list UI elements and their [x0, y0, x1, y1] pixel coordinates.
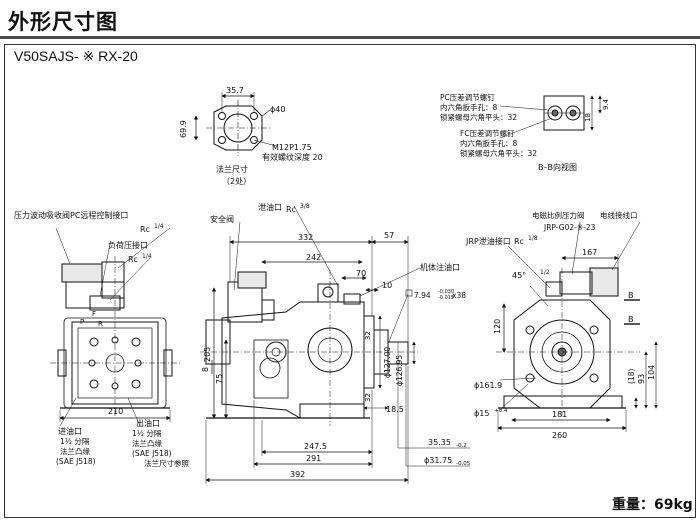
- body-fill-port-label: 机体注油口: [420, 262, 460, 272]
- section-mark-b-bottom: B: [628, 315, 634, 324]
- side-dim-247-5: 247.5: [304, 442, 327, 451]
- flange-dim-thread: M12P1.75: [272, 143, 312, 152]
- side-dim-32-bottom: 32: [364, 393, 372, 402]
- key-width: 7.94: [414, 291, 431, 300]
- jrp-model: JRP-G02-※-23: [543, 223, 596, 232]
- flange-dim-width: 35.7: [226, 86, 244, 95]
- safety-valve-label: 安全阀: [210, 214, 234, 224]
- key-height-tol: -0.2: [456, 443, 467, 449]
- left-view-drawing: [50, 227, 180, 427]
- title-underline: [0, 36, 700, 39]
- page-title: 外形尺寸图: [8, 10, 118, 34]
- shaft-dia-tol: -0.05: [456, 461, 471, 467]
- jrp-drain-rc: Rc: [514, 237, 524, 246]
- flange-dim-bore: ϕ40: [270, 105, 285, 114]
- end-dim-181: 181: [552, 410, 567, 419]
- flange-qty: （2处）: [222, 176, 251, 186]
- side-dim-332: 332: [298, 233, 313, 242]
- outlet-standard: (SAE J518): [132, 449, 172, 458]
- shaft-dia-31-75: ϕ31.75: [424, 456, 452, 465]
- model-number: V50SAJS- ※ RX-20: [14, 48, 138, 64]
- flange-dim-height: 69.9: [179, 120, 188, 138]
- section-mark-b-top: B: [628, 291, 634, 300]
- end-dim-93: 93: [637, 374, 646, 384]
- key-length: x38: [452, 291, 466, 300]
- surge-port-size: 1/4: [154, 223, 164, 230]
- flange-detail: [193, 92, 277, 156]
- load-port-rc: Rc: [128, 255, 138, 264]
- end-angle-45: 45°: [512, 271, 526, 280]
- end-dim-260: 260: [552, 431, 567, 440]
- bb-dim-18: 18: [584, 113, 592, 122]
- port-letter-f: F: [92, 310, 96, 318]
- bb-view-caption: B–B向视图: [538, 162, 577, 172]
- shaft-dia-126-95: ϕ126.95: [395, 355, 404, 386]
- fc-screw-hex: 内六角扳手孔：8: [460, 138, 517, 148]
- side-dim-205: 205: [203, 347, 212, 362]
- flange-ref-label: 法兰尺寸参照: [144, 458, 189, 468]
- drawing-frame: [4, 44, 696, 518]
- side-dim-10: 10: [382, 281, 392, 290]
- pc-screw-hex: 内六角扳手孔：8: [440, 102, 497, 112]
- drain-port-rc: Rc: [286, 205, 296, 214]
- inlet-size: 1½ 分隔: [60, 437, 90, 446]
- jrp-drain-size: 1/8: [528, 235, 538, 242]
- key-tol-lower: -0.015: [438, 295, 454, 301]
- side-dim-70: 70: [356, 269, 366, 278]
- load-port-size: 1/4: [142, 253, 152, 260]
- bb-view-drawing: [499, 95, 602, 139]
- shaft-dia-127: ϕ127.00: [383, 347, 392, 378]
- end-dim-161-9: ϕ161.9: [474, 381, 502, 390]
- side-dim-8: 8: [201, 367, 210, 372]
- key-tol-upper: -0.030: [438, 289, 454, 295]
- weight-label: 重量：69kg: [612, 497, 693, 513]
- pc-screw-nut: 锁紧螺母六角平头：32: [440, 112, 517, 122]
- outlet-size: 1½ 分隔: [132, 429, 162, 438]
- key-height: 35.35: [428, 438, 451, 447]
- side-dim-291: 291: [306, 454, 321, 463]
- surge-port-label: 压力波动吸收阀PC远程控制接口: [14, 210, 128, 220]
- side-dim-242: 242: [306, 253, 321, 262]
- load-port-label: 负荷压接口: [108, 240, 148, 250]
- port-letter-p: P: [80, 318, 84, 326]
- fc-screw-label: FC压差调节螺钉: [460, 128, 515, 138]
- end-dim-167: 167: [582, 248, 597, 257]
- end-dim-15-tol: +0.4: [494, 408, 508, 414]
- end-dim-120: 120: [493, 319, 502, 334]
- side-dim-32-top: 32: [364, 331, 372, 340]
- end-port-half: 1/2: [540, 269, 550, 276]
- end-dim-104: 104: [647, 365, 656, 380]
- outlet-label: 出油口: [136, 418, 160, 428]
- end-dim-18: (18): [627, 369, 636, 384]
- bb-dim-9-4: 9.4: [602, 98, 610, 110]
- jrp-drain-label: JRP泄油接口: [465, 236, 511, 246]
- fc-screw-nut: 锁紧螺母六角平头：32: [460, 148, 537, 158]
- title-bar: 外形尺寸图: [0, 0, 700, 39]
- inlet-standard: (SAE J518): [56, 457, 96, 466]
- end-dim-15: ϕ15: [474, 409, 489, 418]
- outlet-flange: 法兰凸缘: [132, 438, 162, 448]
- flange-dim-depth: 有效螺纹深度 20: [262, 152, 323, 162]
- wiring-port-label: 电线接线口: [600, 210, 638, 220]
- pc-screw-label: PC压差调节螺钉: [440, 92, 495, 102]
- side-dim-57: 57: [384, 231, 394, 240]
- inlet-flange: 法兰凸缘: [60, 446, 90, 456]
- end-view-drawing: [496, 221, 658, 432]
- side-dim-392: 392: [290, 470, 305, 479]
- drain-port-label: 泄油口: [258, 202, 282, 212]
- flange-label: 法兰尺寸: [216, 164, 248, 174]
- left-dim-210: 210: [108, 407, 123, 416]
- surge-port-rc: Rc: [140, 225, 150, 234]
- side-dim-18-5: 18.5: [386, 405, 404, 414]
- drain-port-size: 3/8: [300, 203, 310, 210]
- inlet-label: 进油口: [58, 426, 82, 436]
- side-dim-75: 75: [215, 374, 224, 384]
- prop-valve-label: 电磁比例压力阀: [532, 210, 585, 220]
- port-letter-r: R: [98, 320, 103, 328]
- side-view-drawing: [200, 205, 470, 484]
